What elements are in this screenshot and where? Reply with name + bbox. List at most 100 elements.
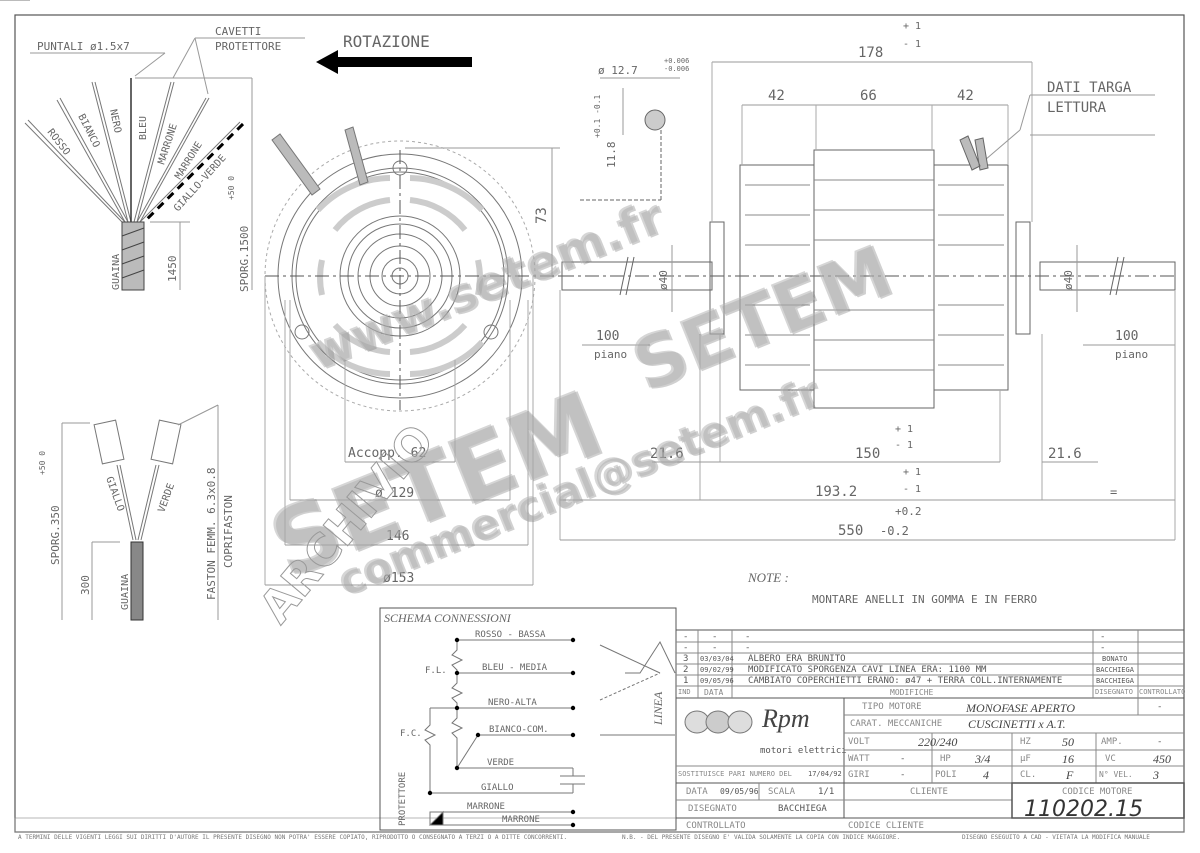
title-block-grid [675,629,1185,819]
mech-label: CARAT. MECCANICHE [850,719,943,729]
dim-178-tol-minus: - 1 [903,39,921,50]
dim-42-right: 42 [957,88,974,104]
protector-cables-label-2: PROTETTORE [215,40,281,53]
watt-value: - [900,754,906,764]
amp-value: - [1157,737,1163,747]
vel-value: 3 [1153,768,1159,782]
volt-label: VOLT [848,737,870,747]
rev-ind-4: 1 [683,676,689,686]
rev-desc-2: ALBERO ERA BRUNITO [748,654,846,664]
rev-ind-2: 3 [683,654,689,664]
poli-value: 4 [983,768,989,782]
wire-label-marrone-1: MARRONE [156,122,179,165]
cap-wire-verde: VERDE [156,482,177,514]
footer-revision-note: N.B. - DEL PRESENTE DISEGNO E' VALIDA SO… [622,834,901,841]
schematic-line-nero: NERO-ALTA [488,698,537,708]
rev-date-0: - [712,632,718,642]
scale-value: 1/1 [818,787,835,797]
rev-date-3: 09/02/99 [700,666,734,674]
dim-550-tol-minus: -0.2 [880,524,909,538]
flat-dim: 11.8 [605,142,618,169]
faston-label: FASTON FEMM. 6.3x0.8 [205,468,218,600]
amp-label: AMP. [1101,737,1123,747]
motor-side-view [559,61,1176,541]
rotation-arrow-icon [316,50,472,74]
cap-sheath-label: GUAINA [120,574,131,610]
schematic-protector: PROTETTORE [398,772,408,826]
cl-label: CL. [1020,770,1037,780]
motor-code-value: 110202.15 [1024,797,1143,822]
replaces-label: SOSTITUISCE PARI NUMERO DEL [678,770,792,778]
motor-code-label: CODICE MOTORE [1062,787,1133,797]
dia-129: ø 129 [375,486,414,501]
giri-label: GIRI [848,770,870,780]
sporg-350: SPORG.350 [49,505,62,565]
wire-label-bleu: BLEU [138,116,149,140]
rev-ind-0: - [683,632,689,642]
poli-label: POLI [935,770,957,780]
rev-drawn-4: BACCHIEGA [1096,677,1134,685]
notes-title: NOTE : [747,570,789,585]
uf-label: µF [1020,754,1031,764]
rotation-label: ROTAZIONE [343,32,430,51]
rev-ind-1: - [683,643,689,653]
schematic-line-marrone-1: MARRONE [467,802,505,812]
rev-date-1: - [712,643,718,653]
bearing-dia-left: ø40 [657,270,670,290]
piano-right: piano [1115,348,1148,361]
hp-value: 3/4 [975,752,991,766]
dim-66: 66 [860,88,877,104]
client-label: CLIENTE [910,787,948,797]
bearing-dia-right: ø40 [1062,270,1075,290]
rev-ind-3: 2 [683,665,689,675]
giri-value: - [900,770,906,780]
dim-193-tol-minus: - 1 [903,484,921,495]
rev-header-checked: CONTROLLATO [1139,688,1186,696]
dim-550: 550 [838,523,863,539]
rev-desc-4: CAMBIATO COPERCHIETTI ERANO: ø47 + TERRA… [748,676,1063,686]
dim-178-tol-plus: + 1 [903,21,921,32]
schematic-line-marrone-2: MARRONE [502,815,540,825]
schematic-line-giallo: GIALLO [481,783,514,793]
volt-value: 220/240 [918,735,958,749]
dim-21-6-right: 21.6 [1048,446,1082,462]
rev-desc-3: MODIFICATO SPORGENZA CAVI LINEA ERA: 110… [748,665,987,675]
nameplate-label-1: DATI TARGA [1047,80,1132,96]
hz-value: 50 [1062,735,1074,749]
sporg-1500: SPORG.1500 [238,226,251,292]
sporg-350-tol: +50 0 [38,451,47,475]
date-label: DATA [686,787,708,797]
cap-wire-giallo: GIALLO [103,475,126,513]
dim-150: 150 [855,446,880,462]
nameplate-label-2: LETTURA [1047,100,1107,116]
capacitor-wires [61,404,219,621]
scale-label: SCALA [768,787,796,797]
rev-drawn-3: BACCHIEGA [1096,666,1134,674]
piano-left: piano [594,348,627,361]
connection-schematic [379,607,677,831]
dim-193-tol-plus: + 1 [903,467,921,478]
rev-date-2: 03/03/04 [700,655,734,663]
rev-desc-1: - [745,643,751,653]
dim-150-tol-plus: + 1 [895,424,913,435]
shaft-diameter: ø 12.7 [598,64,638,77]
schematic-line-verde: VERDE [487,758,514,768]
dim-193-2: 193.2 [815,484,857,500]
rev-header-date: DATA [704,688,724,697]
dim-178: 178 [858,45,883,61]
sporg-1500-tol: +50 0 [227,176,236,200]
sheath-label: GUAINA [111,254,122,290]
accopp-dim: Accopp. 62 [348,446,426,461]
drawn-value: BACCHIEGA [778,804,827,814]
motor-type-label: TIPO MOTORE [862,702,922,712]
rev-drawn-0: - [1100,632,1106,642]
rev-header-desc: MODIFICHE [890,688,934,697]
dia-153: ø153 [383,571,414,586]
dim-300: 300 [79,575,92,595]
schematic-line-rosso: ROSSO - BASSA [475,630,546,640]
equal-sign: = [1110,485,1117,499]
dim-550-tol-plus: +0.2 [895,505,922,518]
schematic-line-bleu: BLEU - MEDIA [482,663,548,673]
